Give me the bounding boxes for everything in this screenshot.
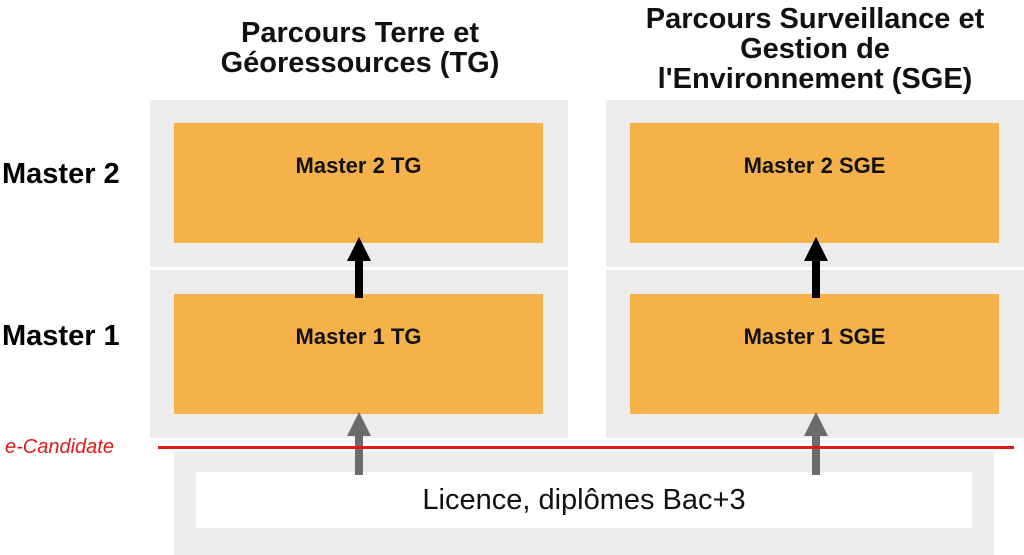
box-master-1-tg-label: Master 1 TG (295, 324, 422, 349)
arrow-shaft (355, 435, 363, 475)
track-title-sge: Parcours Surveillance et Gestion de l'En… (645, 3, 985, 95)
ecandidate-line (158, 446, 1014, 449)
level-label-master-2: Master 2 (2, 158, 120, 190)
arrow-shaft (812, 435, 820, 475)
box-master-2-tg-label: Master 2 TG (295, 153, 422, 178)
arrow-head-icon (804, 237, 828, 261)
box-master-1-tg: Master 1 TG (174, 294, 543, 414)
arrow-shaft (355, 260, 363, 298)
track-title-tg: Parcours Terre et Géoressources (TG) (220, 17, 500, 79)
arrow-head-icon (347, 412, 371, 436)
box-master-2-sge-label: Master 2 SGE (743, 153, 886, 178)
arrow-shaft (812, 260, 820, 298)
ecandidate-label: e-Candidate (5, 436, 114, 458)
box-licence-label: Licence, diplômes Bac+3 (422, 483, 746, 516)
box-master-2-sge: Master 2 SGE (630, 123, 999, 243)
box-master-2-tg: Master 2 TG (174, 123, 543, 243)
box-master-1-sge: Master 1 SGE (630, 294, 999, 414)
arrow-head-icon (804, 412, 828, 436)
box-licence: Licence, diplômes Bac+3 (196, 472, 972, 528)
box-master-1-sge-label: Master 1 SGE (743, 324, 886, 349)
arrow-head-icon (347, 237, 371, 261)
level-label-master-1: Master 1 (2, 320, 120, 352)
